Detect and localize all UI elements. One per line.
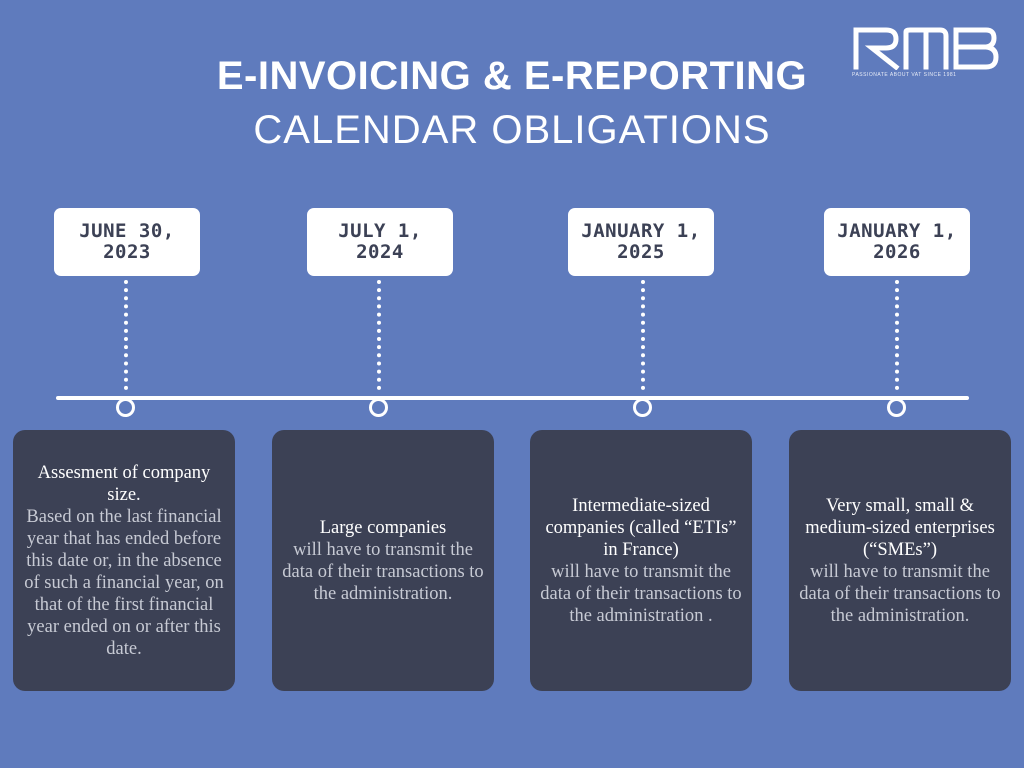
dotted-connector <box>641 280 645 390</box>
card-body: will have to transmit the data of their … <box>540 561 742 626</box>
milestone-card: Large companies will have to transmit th… <box>272 430 494 691</box>
timeline-marker <box>116 398 135 417</box>
dotted-connector <box>377 280 381 390</box>
rmb-logo: PASSIONATE ABOUT VAT SINCE 1981 <box>852 26 1000 78</box>
card-heading: Intermediate-sized companies (called “ET… <box>545 495 737 560</box>
rmb-logo-mark <box>853 27 999 70</box>
milestone-card: Very small, small & medium-sized enterpr… <box>789 430 1011 691</box>
card-heading: Very small, small & medium-sized enterpr… <box>805 495 995 560</box>
date-label: JULY 1, 2024 <box>307 208 453 276</box>
timeline-axis <box>56 396 969 400</box>
title-line-1: E-INVOICING & E-REPORTING <box>216 54 808 98</box>
date-label: JANUARY 1, 2025 <box>568 208 714 276</box>
title-line-2: CALENDAR OBLIGATIONS <box>253 108 771 152</box>
timeline-marker <box>633 398 652 417</box>
dotted-connector <box>124 280 128 390</box>
card-body: will have to transmit the data of their … <box>799 561 1001 626</box>
card-body: Based on the last financial year that ha… <box>24 506 224 659</box>
date-label: JANUARY 1, 2026 <box>824 208 970 276</box>
logo-tagline: PASSIONATE ABOUT VAT SINCE 1981 <box>852 72 957 78</box>
card-heading: Large companies <box>319 517 447 538</box>
card-body: will have to transmit the data of their … <box>282 539 484 604</box>
timeline-marker <box>369 398 388 417</box>
timeline-marker <box>887 398 906 417</box>
milestone-card: Assesment of company size. Based on the … <box>13 430 235 691</box>
date-label: JUNE 30, 2023 <box>54 208 200 276</box>
dotted-connector <box>895 280 899 390</box>
card-heading: Assesment of company size. <box>37 462 211 505</box>
milestone-card: Intermediate-sized companies (called “ET… <box>530 430 752 691</box>
